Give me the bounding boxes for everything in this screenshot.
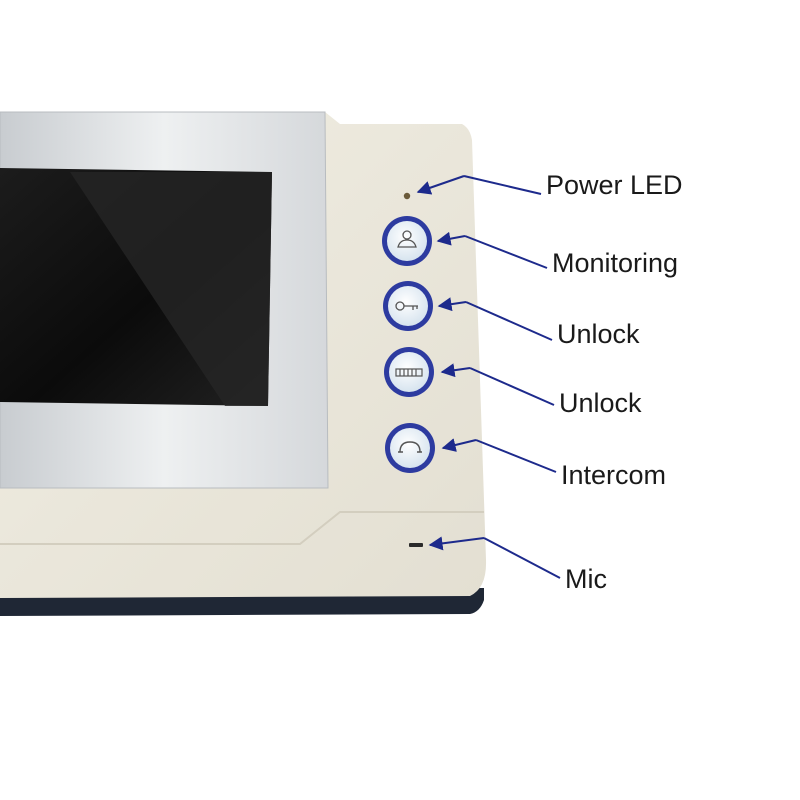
callout-arrow-power-led (416, 175, 465, 195)
callout-line-intercom (475, 439, 557, 473)
mic-slot (409, 543, 423, 547)
screen-reflection (70, 172, 272, 406)
intercom-button[interactable] (385, 423, 435, 473)
power-led (403, 192, 411, 200)
callout-arrow-intercom (441, 438, 477, 452)
callout-arrow-monitoring (436, 231, 466, 246)
mic-label: Mic (565, 564, 607, 594)
callout-line-monitoring (464, 235, 548, 269)
callout-line-unlock-2 (469, 367, 555, 406)
callout-arrow-mic (428, 536, 485, 551)
unlock-label-1: Unlock (557, 319, 640, 349)
person-icon (397, 230, 417, 248)
unlock-button-gate[interactable] (384, 347, 434, 397)
housing-bevel (0, 511, 484, 545)
callout-line-power-led (463, 175, 542, 195)
callout-arrow-unlock-2 (440, 363, 471, 378)
monitoring-button[interactable] (382, 216, 432, 266)
monitoring-label: Monitoring (552, 248, 679, 278)
gate-icon (395, 368, 423, 377)
unlock-label-2: Unlock (559, 388, 642, 418)
callout-arrow-unlock-1 (437, 297, 467, 312)
callout-line-unlock-1 (465, 301, 553, 341)
key-icon (395, 301, 418, 311)
phone-handset-icon (398, 441, 422, 453)
intercom-label: Intercom (561, 460, 667, 490)
unlock-button-key[interactable] (383, 281, 433, 331)
callout-line-mic (483, 537, 561, 579)
power-led-label: Power LED (546, 170, 683, 200)
